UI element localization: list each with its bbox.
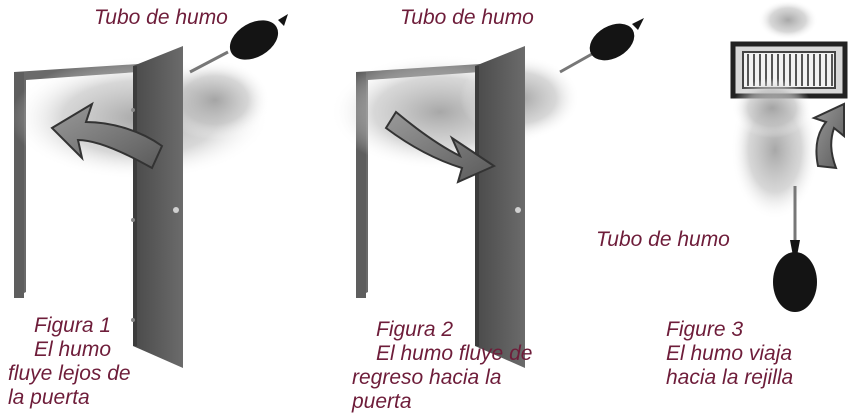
caption-line: regreso hacia la <box>352 366 502 389</box>
door-icon <box>475 46 525 368</box>
caption-line: la puerta <box>8 386 90 409</box>
figure-2-art <box>330 18 644 368</box>
caption-line: fluye lejos de <box>8 362 131 385</box>
caption-line: El humo viaja <box>666 342 793 365</box>
caption-title: Figura 1 <box>34 314 112 337</box>
figure-1-art <box>10 14 288 368</box>
caption-line: El humo fluye de <box>376 342 533 365</box>
door-icon <box>133 46 183 368</box>
caption-figure-1: Figura 1 El humo fluye lejos de la puert… <box>8 314 131 410</box>
caption-line: El humo <box>34 338 112 361</box>
caption-figure-3: Figure 3 El humo viaja hacia la rejilla <box>666 318 793 390</box>
tube-label-figure-3: Tubo de humo <box>596 228 730 251</box>
smoke-tube-icon <box>773 186 817 312</box>
airflow-arrow-icon <box>811 102 845 170</box>
tube-label-figure-2: Tubo de humo <box>400 6 534 29</box>
figure-3-art <box>730 0 848 312</box>
airflow-arrow-icon <box>384 110 497 184</box>
caption-title: Figure 3 <box>666 318 744 341</box>
tube-label-figure-1: Tubo de humo <box>94 6 228 29</box>
caption-title: Figura 2 <box>376 318 454 341</box>
smoke-tube-icon <box>189 14 288 74</box>
smoke-tube-icon <box>559 18 644 74</box>
airflow-arrow-icon <box>50 101 164 170</box>
caption-figure-2: Figura 2 El humo fluye de regreso hacia … <box>352 318 532 414</box>
caption-line: hacia la rejilla <box>666 366 794 389</box>
caption-line: puerta <box>352 390 412 413</box>
